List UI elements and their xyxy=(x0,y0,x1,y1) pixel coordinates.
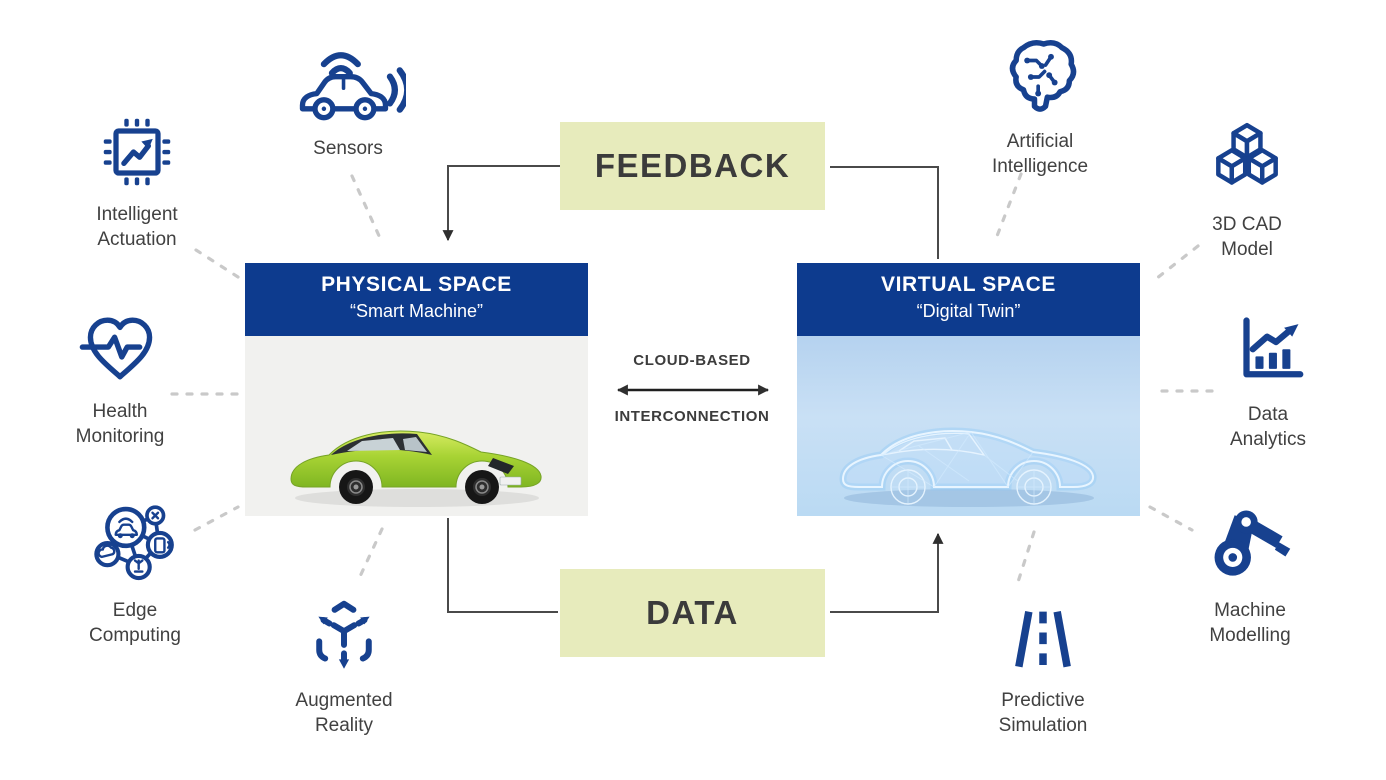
artificial-intelligence-label: Artificial Intelligence xyxy=(991,131,1089,177)
virtual-space-subtitle: “Digital Twin” xyxy=(916,301,1021,321)
connected-nodes-icon xyxy=(94,505,174,581)
icon-group-predictive-simulation: Predictive Simulation xyxy=(983,600,1103,738)
intelligent-actuation-label: Intelligent Actuation xyxy=(96,204,178,250)
virtual-space-title: VIRTUAL SPACE xyxy=(880,273,1057,296)
green-car-image xyxy=(289,430,542,507)
data-analytics-label: Data Analytics xyxy=(1229,404,1307,450)
icon-group-augmented-reality: Augmented Reality xyxy=(284,596,404,738)
chip-trend-icon xyxy=(103,118,171,186)
physical-space-header: PHYSICAL SPACE “Smart Machine” xyxy=(245,263,588,336)
virtual-space-panel: VIRTUAL SPACE “Digital Twin” xyxy=(797,263,1140,516)
cloud-based-label: CLOUD-BASED xyxy=(633,352,751,369)
road-icon xyxy=(1015,610,1071,668)
icon-group-sensors: Sensors xyxy=(288,36,408,162)
icon-group-3d-cad-model: 3D CAD Model xyxy=(1187,118,1307,262)
physical-space-subtitle: “Smart Machine” xyxy=(349,301,484,321)
icon-group-machine-modelling: Machine Modelling xyxy=(1185,498,1315,648)
icon-group-health-monitoring: Health Monitoring xyxy=(60,305,180,449)
predictive-simulation-label: Predictive Simulation xyxy=(998,690,1088,736)
robot-arm-icon xyxy=(1214,510,1291,576)
car-wifi-icon xyxy=(299,52,406,121)
machine-modelling-label: Machine Modelling xyxy=(1209,600,1291,646)
sensors-label: Sensors xyxy=(313,138,383,159)
data-box: DATA xyxy=(560,569,825,657)
heart-pulse-icon xyxy=(79,317,153,380)
physical-space-title: PHYSICAL SPACE xyxy=(321,273,512,296)
virtual-space-header: VIRTUAL SPACE “Digital Twin” xyxy=(797,263,1140,336)
bar-chart-trend-icon xyxy=(1243,317,1304,378)
3d-cad-model-label: 3D CAD Model xyxy=(1212,214,1282,260)
feedback-label: FEEDBACK xyxy=(594,147,791,184)
interconnection-label: INTERCONNECTION xyxy=(614,408,770,425)
augmented-reality-label: Augmented Reality xyxy=(295,690,393,736)
edge-computing-label: Edge Computing xyxy=(89,600,181,646)
feedback-box: FEEDBACK xyxy=(560,122,825,210)
physical-space-image xyxy=(245,336,588,516)
icon-group-data-analytics: Data Analytics xyxy=(1208,308,1328,452)
icon-group-artificial-intelligence: Artificial Intelligence xyxy=(978,33,1102,179)
physical-space-panel: PHYSICAL SPACE “Smart Machine” xyxy=(245,263,588,516)
health-monitoring-label: Health Monitoring xyxy=(75,401,165,447)
ar-cube-icon xyxy=(316,600,372,669)
wireframe-car-image xyxy=(838,427,1097,507)
cubes-icon xyxy=(1216,122,1278,185)
icon-group-edge-computing: Edge Computing xyxy=(75,498,195,648)
data-label: DATA xyxy=(646,594,739,631)
icon-group-intelligent-actuation: Intelligent Actuation xyxy=(77,110,197,252)
circuit-brain-icon xyxy=(1009,40,1077,112)
virtual-space-image xyxy=(797,336,1140,516)
